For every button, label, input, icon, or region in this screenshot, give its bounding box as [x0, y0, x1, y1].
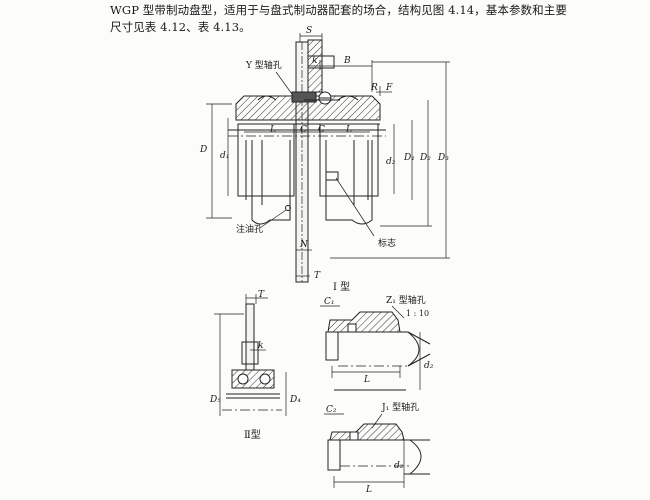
j1-labels: C₂ J₁ 型轴孔 L d₂	[326, 401, 419, 495]
z1-labels: C₁ Z₁ 型轴孔 1 : 10 L d₂	[324, 294, 434, 385]
j1-label-d: d₂	[394, 461, 404, 471]
j1-label-C2: C₂	[326, 405, 337, 415]
type2-label-T: T	[258, 290, 265, 300]
label-R: R	[370, 83, 378, 93]
label-D1: D₁	[403, 153, 415, 163]
label-D3: D₃	[437, 153, 449, 163]
type1-dimensions	[206, 33, 450, 282]
intro-line-1: WGP 型带制动盘型，适用于与盘式制动器配套的场合，结构见图 4.14，基本参数…	[110, 3, 567, 17]
z1-label-hole: Z₁ 型轴孔	[386, 294, 426, 306]
label-d2: d₂	[386, 157, 396, 167]
label-F: F	[385, 83, 393, 93]
label-mark: 标志	[378, 237, 396, 249]
j1-hole-drawing	[324, 413, 430, 488]
j1-label-L: L	[365, 485, 372, 495]
intro-paragraph: WGP 型带制动盘型，适用于与盘式制动器配套的场合，结构见图 4.14，基本参数…	[110, 2, 650, 36]
label-B: B	[343, 56, 351, 66]
type2-labels: T k D₅ D₄ Ⅱ型	[209, 290, 301, 441]
type2-label-k: k	[258, 341, 263, 351]
z1-hole-drawing	[320, 305, 431, 391]
label-C-left: C	[300, 125, 307, 135]
label-L-right: L	[345, 125, 352, 135]
caption-type2: Ⅱ型	[244, 428, 261, 441]
intro-line-2: 尺寸见表 4.12、表 4.13。	[110, 20, 251, 34]
type1-coupling-drawing	[228, 39, 386, 283]
label-L-left: L	[269, 125, 276, 135]
type1-labels: S k B R F Y 型轴孔 L C C L D d₁ d₂ D₁ D₂ D₃…	[199, 26, 449, 293]
label-C-right: C	[318, 125, 325, 135]
label-D: D	[199, 145, 207, 155]
j1-label-hole: J₁ 型轴孔	[381, 401, 419, 413]
type2-coupling-drawing	[214, 294, 287, 416]
label-Y-hole: Y 型轴孔	[245, 59, 282, 71]
label-N: N	[299, 240, 309, 250]
z1-label-d: d₂	[424, 361, 434, 371]
label-S: S	[306, 26, 312, 36]
label-T: T	[314, 271, 321, 281]
type2-label-D4: D₄	[289, 395, 301, 405]
z1-label-L: L	[363, 375, 370, 385]
label-k: k	[312, 56, 317, 66]
label-oil-hole: 注油孔	[236, 223, 263, 235]
caption-type1: I 型	[333, 280, 350, 293]
z1-label-C1: C₁	[324, 297, 335, 307]
label-d1: d₁	[220, 151, 229, 161]
z1-label-taper: 1 : 10	[406, 309, 429, 318]
type2-label-D5: D₅	[209, 395, 221, 405]
label-D2: D₂	[419, 153, 431, 163]
